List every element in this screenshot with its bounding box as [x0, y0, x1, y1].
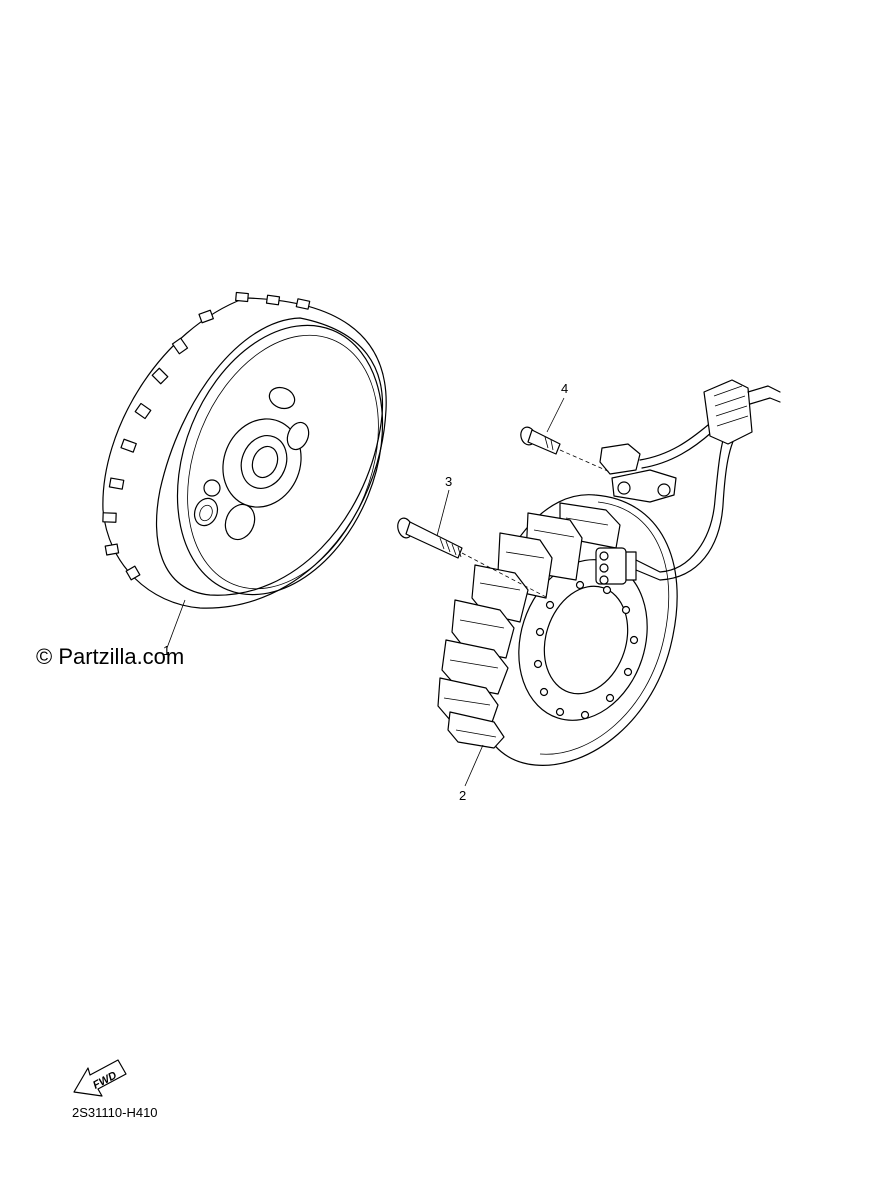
- stator-bolt: [397, 489, 549, 599]
- leader-line-2: [464, 744, 484, 787]
- stator-coils: [437, 502, 621, 749]
- rotor-assembly: [102, 291, 387, 649]
- stator-assembly: [437, 379, 781, 787]
- leader-line-1: [166, 599, 186, 649]
- pickup-bolt: [520, 397, 611, 473]
- callout-3: 3: [445, 474, 452, 489]
- stator-holes: [533, 580, 639, 720]
- fwd-arrow-icon: FWD: [73, 1059, 127, 1097]
- callout-1: 1: [163, 643, 170, 658]
- callout-4: 4: [561, 381, 568, 396]
- diagram-code: 2S31110-H410: [72, 1105, 158, 1120]
- leader-line-4: [546, 397, 565, 433]
- rotor-teeth: [102, 291, 311, 581]
- copyright-watermark: © Partzilla.com: [36, 644, 184, 669]
- leader-line-3: [436, 489, 450, 537]
- callout-2: 2: [459, 788, 466, 803]
